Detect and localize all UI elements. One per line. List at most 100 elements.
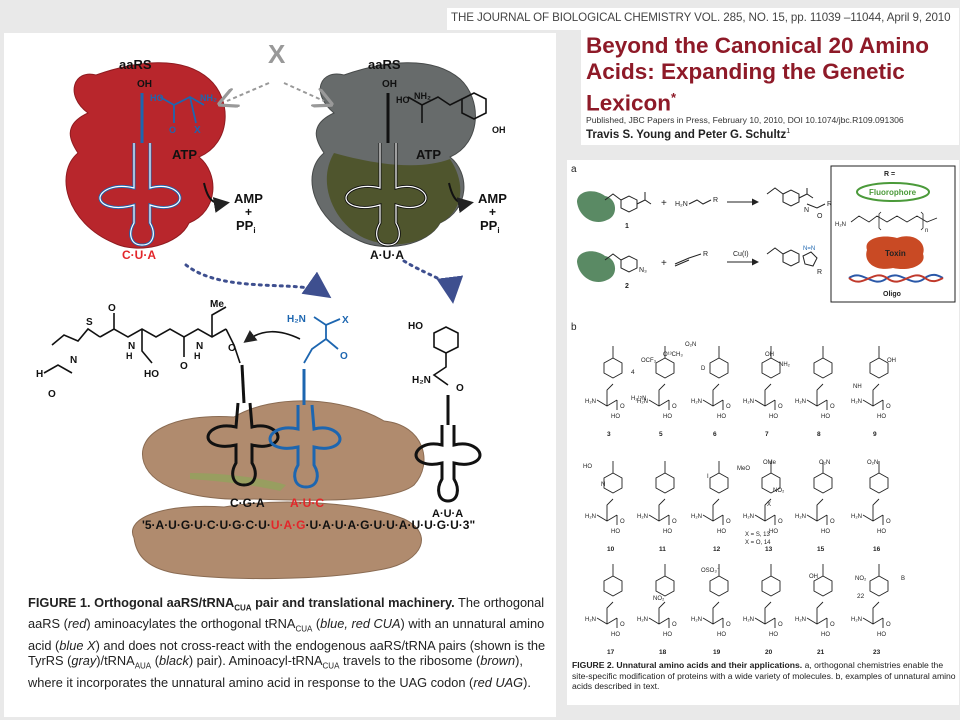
boron-label: B [901, 576, 905, 582]
hydroxyl-label: HO [821, 414, 830, 420]
protein-blob-2 [577, 251, 616, 282]
carbonyl-label: O [886, 622, 891, 628]
article-title-text: Beyond the Canonical 20 Amino Acids: Exp… [586, 33, 929, 116]
compound-number: 13 [765, 546, 773, 553]
hydroxyl-label: HO [611, 414, 620, 420]
toxin-label: Toxin [885, 249, 906, 258]
copper-catalyst: Cu(I) [733, 251, 749, 258]
aars-red-enzyme [65, 62, 226, 249]
x-blue-label: X [342, 315, 349, 326]
no-cross-reaction-mark: X [268, 39, 286, 69]
author-footnote-mark: 1 [786, 128, 791, 135]
journal-header: THE JOURNAL OF BIOLOGICAL CHEMISTRY VOL.… [447, 8, 959, 30]
h2n-tyr-label: H₂N [412, 375, 431, 386]
o2n-label-6: O₂N [685, 342, 696, 348]
ho-tyr-label: HO [408, 321, 423, 332]
meo-label: MeO [737, 466, 750, 472]
compound-number: 7 [765, 431, 769, 438]
compound-number: 19 [713, 649, 721, 656]
anticodon-auc: A·U·C [290, 496, 324, 510]
plus-right: + [489, 205, 496, 219]
anticodon-aua: A·U·A [370, 248, 404, 262]
carbonyl-label: O [672, 404, 677, 410]
trna-black-right-inner [345, 143, 427, 246]
hydroxyl-label: HO [877, 632, 886, 638]
tyrosine-right [407, 92, 487, 123]
ribosome-exit-green [190, 473, 286, 491]
carbonyl-label: O [830, 519, 835, 525]
no2-label-22: NO₂ [855, 576, 867, 582]
hydroxyl-label: HO [821, 632, 830, 638]
trna-black-peptidyl [206, 364, 280, 487]
plus-left: + [245, 205, 252, 219]
plus-sign-2: + [661, 258, 667, 269]
deuterium-label: D [701, 366, 706, 372]
phenyl-ring [813, 357, 833, 379]
alkyne-r: R [703, 251, 708, 258]
compound-number: 12 [713, 546, 721, 553]
x-left-label: X [194, 125, 201, 136]
amine-label: H₂N [585, 399, 596, 405]
compound-number: 20 [765, 649, 773, 656]
amp-arrow-right [448, 182, 474, 214]
figure-2-illustration: a 1 + H₂N R N O R N₃ 2 + R Cu [571, 164, 956, 656]
compound-number: 10 [607, 546, 615, 553]
compound-2-number: 2 [625, 283, 629, 290]
peg-h2n: H₂N [835, 222, 846, 228]
trna-black-tyr [414, 395, 482, 503]
panel-a-letter: a [571, 164, 577, 175]
title-footnote-mark: * [671, 90, 677, 105]
figure-1-illustration: X aaRS aaRS ATP ATP OH HO NH₂ O X C·U·A [36, 39, 507, 580]
aars-gray-active-site [326, 153, 461, 245]
phenyl-ring [655, 472, 675, 494]
figure-1-label: FIGURE 1. [28, 595, 91, 610]
peg-brackets [878, 211, 924, 231]
ome-label: OMe [763, 460, 777, 466]
publication-line: Published, JBC Papers in Press, February… [586, 115, 904, 125]
h15n-label: H₂¹⁵N [631, 395, 646, 402]
plus-sign-1: + [661, 198, 667, 209]
carbonyl-label: O [672, 622, 677, 628]
hydroxyl-label: HO [877, 414, 886, 420]
dotted-arrow-to-trna [402, 259, 464, 304]
compound-number: 21 [817, 649, 825, 656]
figure-2-body-a: a, orthogonal chemistries enable the sit… [572, 660, 944, 681]
phenyl-ring [655, 357, 675, 379]
ho-right-label: HO [396, 95, 410, 105]
compound-1-number: 1 [625, 223, 629, 230]
carbonyl-label: O [620, 622, 625, 628]
anticodon-cga: C·G·A [230, 496, 265, 510]
carbonyl-ob-label: O [108, 303, 116, 314]
hydroxyl-label: HO [611, 632, 620, 638]
figure-1-caption: FIGURE 1. Orthogonal aaRS/tRNACUA pair a… [28, 595, 552, 691]
panel-b-letter: b [571, 322, 577, 333]
phenyl-ring [813, 472, 833, 494]
ribosome-small-subunit [132, 501, 422, 580]
amine-label: H₂N [585, 617, 596, 623]
unnatural-amino-acid-incoming [303, 316, 341, 364]
o2n-label-16: O₂N [867, 460, 878, 466]
x-label: X [767, 502, 771, 508]
figure-2-body-b: b, examples of unnatural amino acids des… [572, 670, 956, 692]
figure-2: a 1 + H₂N R N O R N₃ 2 + R Cu [567, 160, 959, 705]
o-tyr-label: O [456, 383, 464, 394]
amine-label: H₂N [637, 399, 648, 405]
cross-arrow-right [283, 82, 324, 101]
amine-label: H₂N [851, 617, 862, 623]
amide-hb-label: H [194, 351, 201, 361]
figure-1: X aaRS aaRS ATP ATP OH HO NH₂ O X C·U·A [4, 33, 556, 717]
amine-label: H₂N [637, 514, 648, 520]
ocf3-label: OCF₃ [641, 358, 657, 364]
amide-na-label: N [128, 341, 135, 352]
amine-label: H₂N [743, 617, 754, 623]
phenyl-ring [603, 357, 623, 379]
